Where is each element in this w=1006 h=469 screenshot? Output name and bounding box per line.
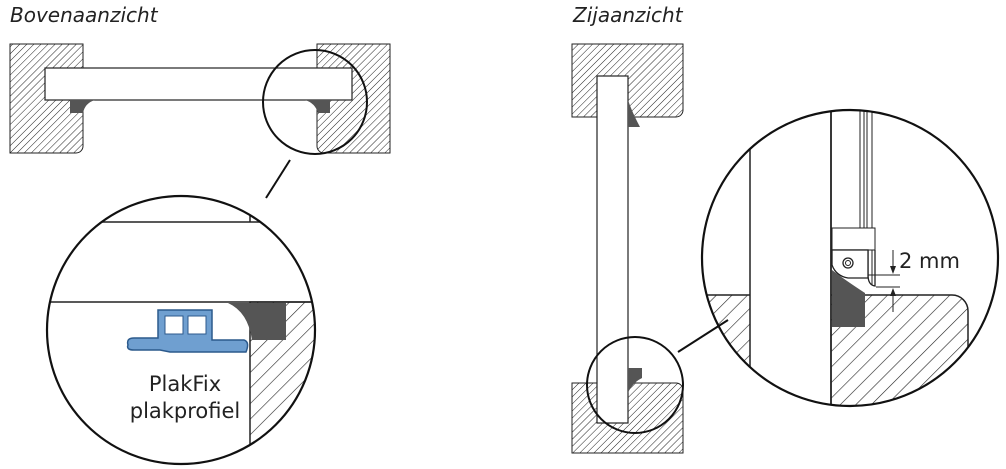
plakfix-profile-icon bbox=[126, 309, 249, 353]
plakfix-label-line1: PlakFix bbox=[148, 372, 222, 396]
sealant-right bbox=[305, 100, 330, 113]
sealant-top bbox=[628, 100, 640, 127]
top-view-title: Bovenaanzicht bbox=[10, 3, 158, 27]
detail-zoom-top bbox=[47, 196, 315, 464]
plakfix-label-line2: plakprofiel bbox=[129, 399, 241, 423]
sealant-left bbox=[70, 100, 95, 113]
side-view-title: Zijaanzicht bbox=[573, 3, 683, 27]
sealant-bottom bbox=[628, 368, 642, 393]
plakfix-label: PlakFix plakprofiel bbox=[125, 371, 245, 425]
detail-circle-large-side bbox=[700, 108, 1000, 408]
sealant bbox=[228, 303, 286, 340]
detail-circle-small bbox=[262, 49, 368, 155]
dimension-marker bbox=[868, 250, 900, 312]
glass-panel bbox=[44, 67, 353, 101]
leader-line bbox=[265, 159, 291, 199]
sealant-side bbox=[832, 270, 865, 327]
detail-circle-large bbox=[45, 194, 317, 466]
glass-panel-vertical bbox=[596, 75, 629, 424]
detail-circle-small-side bbox=[586, 336, 684, 434]
dimension-label: 2 mm bbox=[899, 249, 960, 273]
